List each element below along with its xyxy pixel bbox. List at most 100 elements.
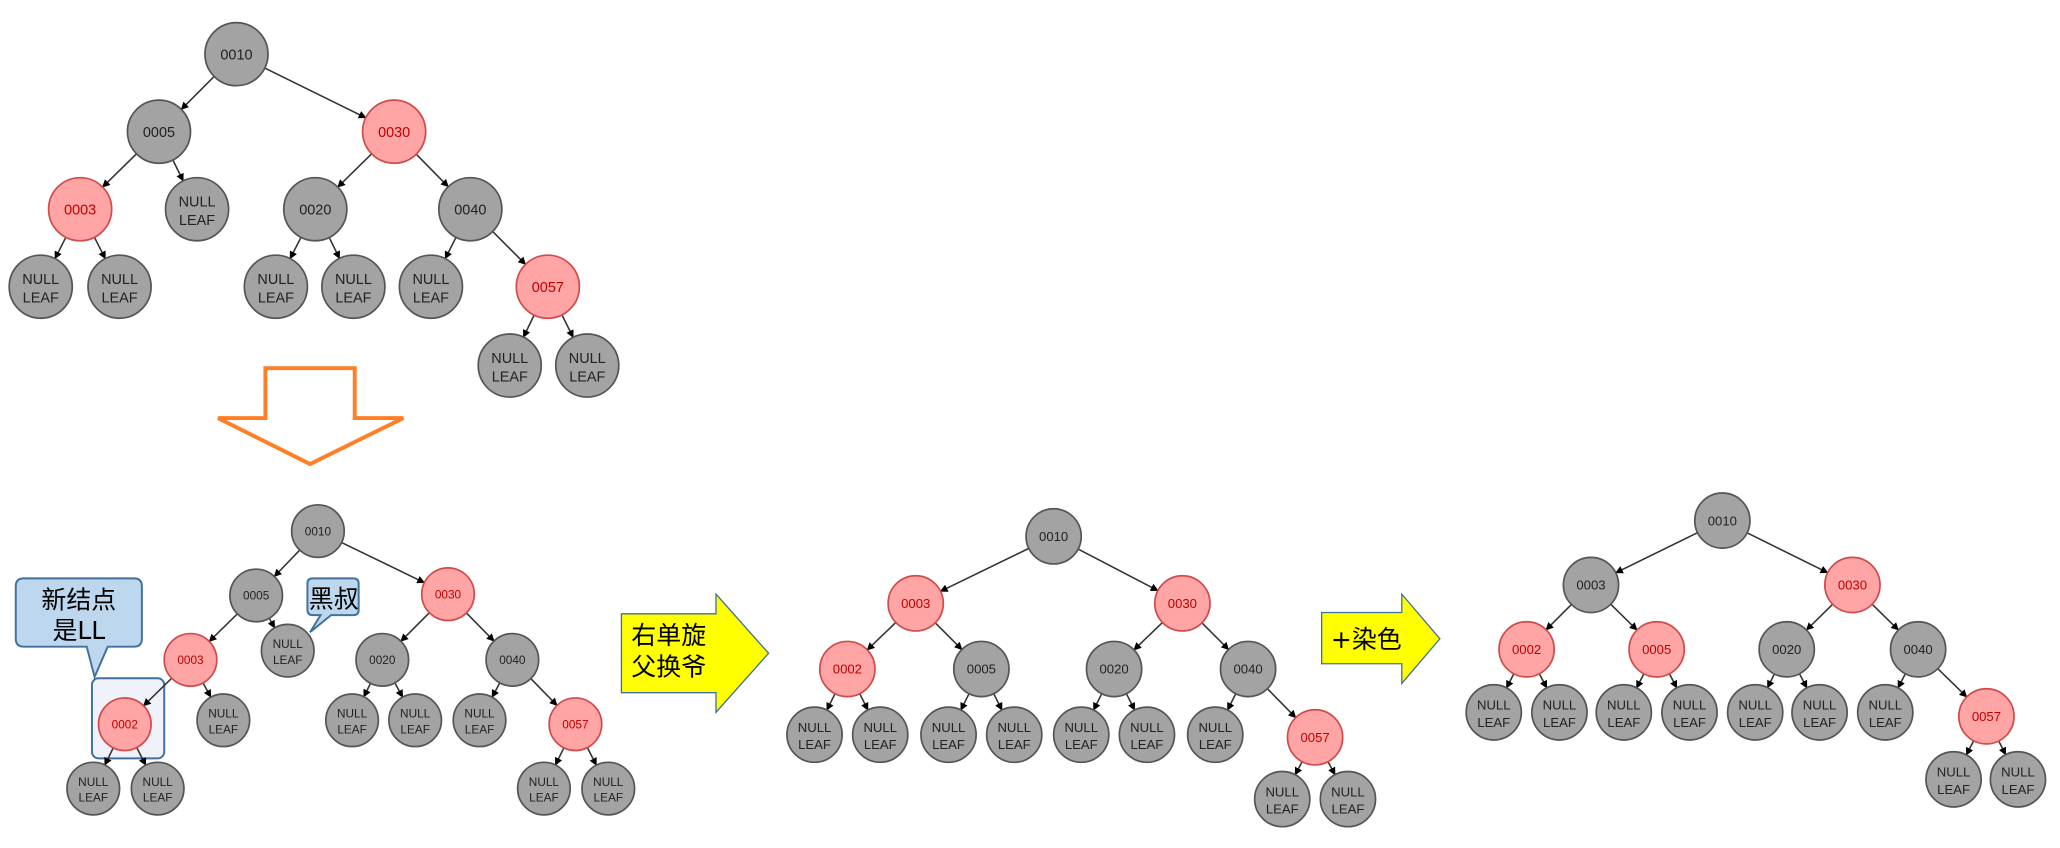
node-label: LEAF xyxy=(335,290,371,306)
node-circle xyxy=(260,623,315,678)
node-label: 0010 xyxy=(1039,529,1068,544)
tree-edge xyxy=(1798,673,1808,689)
node-label: LEAF xyxy=(998,737,1031,752)
node-circle xyxy=(515,254,581,320)
node-label: 0002 xyxy=(1512,642,1541,657)
node-circle xyxy=(1286,708,1344,766)
tree-edge xyxy=(208,613,238,642)
red-node: 0057 xyxy=(515,254,581,320)
node-label: NULL xyxy=(1130,720,1164,735)
tree-edge xyxy=(264,67,367,119)
node-label: NULL xyxy=(997,720,1031,735)
tree-edge xyxy=(1766,673,1776,689)
callout-black-uncle: 黑叔 xyxy=(306,577,360,633)
tree-edge xyxy=(1746,532,1829,574)
black-node: 0040 xyxy=(437,176,503,242)
node-circle xyxy=(355,632,410,687)
tree-edge xyxy=(172,159,184,182)
node-circle xyxy=(581,761,636,816)
node-circle xyxy=(1661,683,1718,741)
tree-edge xyxy=(104,747,114,766)
tree-edge xyxy=(202,682,212,698)
node-circle xyxy=(1153,574,1211,632)
node-label: NULL xyxy=(1607,698,1641,713)
tree-edge xyxy=(1871,603,1899,631)
black-node: 0003 xyxy=(1562,556,1620,614)
tree-edge xyxy=(1668,673,1678,689)
node-label: 0020 xyxy=(1099,662,1128,677)
red-node: 0030 xyxy=(1153,574,1211,632)
tree-edge xyxy=(1226,693,1237,711)
tree-edge xyxy=(859,693,869,711)
node-circle xyxy=(1562,556,1620,614)
node-label: LEAF xyxy=(864,737,897,752)
arrow-text-line-2: 父换爷 xyxy=(631,653,706,682)
node-circle xyxy=(321,254,386,320)
tree-edge xyxy=(522,314,535,338)
node-label: 0030 xyxy=(435,587,462,601)
node-label: LEAF xyxy=(1477,715,1510,730)
tree-edges xyxy=(54,67,574,339)
node-circle xyxy=(8,254,74,320)
node-label: LEAF xyxy=(101,290,137,306)
node-label: LEAF xyxy=(79,791,109,805)
node-circle xyxy=(1052,706,1110,764)
node-label: NULL xyxy=(1331,784,1365,799)
node-circle xyxy=(163,632,218,687)
red-node: 0057 xyxy=(1957,687,2015,745)
tree-edge xyxy=(993,693,1003,711)
node-label: NULL xyxy=(1477,698,1511,713)
node-circle xyxy=(1531,683,1588,741)
tree-edge xyxy=(1635,673,1645,689)
node-circle xyxy=(1186,706,1244,764)
node-label: LEAF xyxy=(1332,802,1365,817)
tree-edge xyxy=(1294,761,1303,776)
node-circle xyxy=(420,567,476,622)
node-label: LEAF xyxy=(400,722,430,736)
tree-edge xyxy=(341,541,426,584)
tree-edge xyxy=(1327,761,1336,776)
tree-edge xyxy=(1505,673,1515,689)
node-label: NULL xyxy=(257,272,294,288)
red-node: 0003 xyxy=(47,176,113,242)
node-label: 0020 xyxy=(369,653,396,667)
node-label: NULL xyxy=(1265,784,1299,799)
tree-edge xyxy=(143,677,173,707)
node-label: 0040 xyxy=(499,653,526,667)
node-label: LEAF xyxy=(1199,737,1232,752)
node-label: 0057 xyxy=(562,717,588,731)
node-circle xyxy=(437,176,503,242)
red-node: 0057 xyxy=(1286,708,1344,766)
node-circle xyxy=(87,254,152,320)
tree-edges xyxy=(104,541,598,766)
node-label: LEAF xyxy=(2002,782,2035,797)
node-circle xyxy=(1628,620,1686,678)
node-circle xyxy=(452,693,507,748)
node-label: NULL xyxy=(529,775,560,789)
black-node: 0005 xyxy=(229,568,284,623)
node-label: LEAF xyxy=(1065,737,1098,752)
node-label: NULL xyxy=(179,195,216,211)
tree-edge xyxy=(1545,603,1573,631)
node-label: LEAF xyxy=(1869,715,1902,730)
null-leaf-node: NULL LEAF xyxy=(1465,683,1523,741)
node-label: LEAF xyxy=(23,290,59,306)
node-circle xyxy=(1025,507,1083,565)
